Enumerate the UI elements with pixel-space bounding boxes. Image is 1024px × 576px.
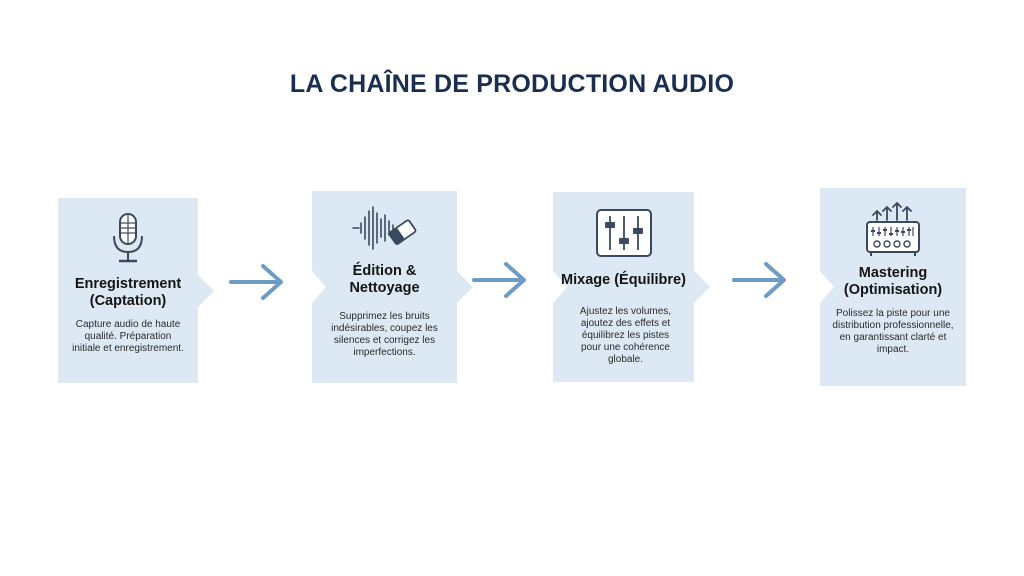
step-description: Polissez la piste pour une distribution … bbox=[832, 308, 954, 355]
step-description: Ajustez les volumes, ajoutez des effets … bbox=[579, 306, 672, 365]
step-title: Mastering (Optimisation) bbox=[843, 265, 943, 298]
diagram-title: LA CHAÎNE DE PRODUCTION AUDIO bbox=[289, 70, 735, 98]
step-description: Supprimez les bruits indésirables, coupe… bbox=[331, 311, 438, 358]
mixer-faders-icon bbox=[595, 209, 652, 257]
step-card-enregistrement: Enregistrement (Captation) Capture audio… bbox=[58, 198, 214, 383]
step-description: Capture audio de haute qualité. Préparat… bbox=[72, 319, 184, 354]
microphone-icon bbox=[113, 213, 143, 263]
arrow-right-icon bbox=[472, 262, 526, 298]
waveform-eraser-icon bbox=[351, 206, 417, 250]
step-card-mastering: Mastering (Optimisation) Polissez la pis… bbox=[820, 188, 966, 386]
arrow-right-icon bbox=[732, 262, 786, 298]
step-card-edition: Édition & Nettoyage Supprimez les bruits… bbox=[312, 191, 473, 383]
arrow-right-icon bbox=[229, 264, 283, 300]
step-title: Mixage (Équilibre) bbox=[561, 272, 686, 288]
step-title: Enregistrement (Captation) bbox=[74, 276, 182, 309]
step-title: Édition & Nettoyage bbox=[349, 263, 420, 296]
mastering-console-icon bbox=[866, 202, 920, 256]
step-card-mixage: Mixage (Équilibre) Ajustez les volumes, … bbox=[553, 192, 710, 382]
